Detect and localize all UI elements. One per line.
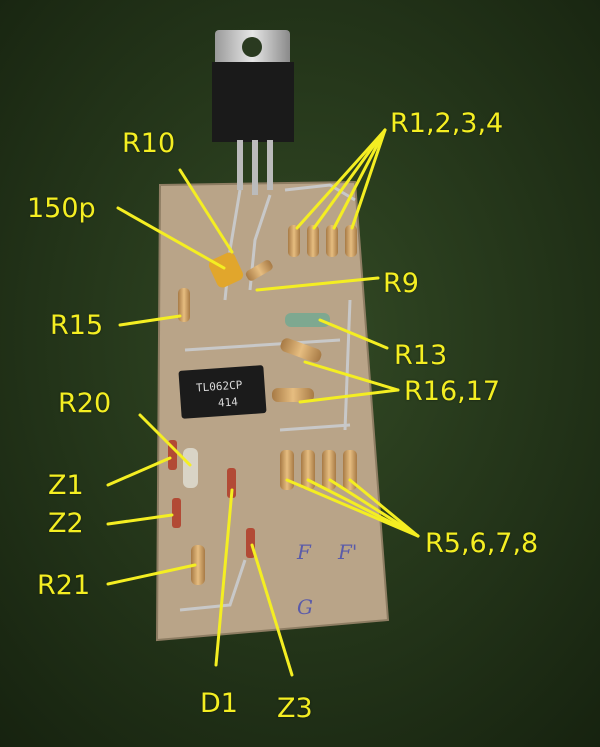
pointer-lines — [106, 128, 420, 677]
handwritten-f-prime: F' — [338, 540, 358, 564]
resistor-r16 — [280, 338, 322, 363]
resistor-r13 — [285, 313, 330, 327]
label-d1: D1 — [200, 688, 238, 719]
resistor-r20 — [183, 448, 198, 488]
label-z1: Z1 — [48, 470, 84, 501]
label-r15: R15 — [50, 310, 104, 341]
circuit-board — [155, 180, 390, 642]
label-z2: Z2 — [48, 508, 84, 539]
resistor-r21 — [191, 545, 205, 585]
label-150p: 150p — [27, 193, 96, 224]
chip-marking-2: 414 — [217, 395, 239, 410]
resistor-r17 — [272, 388, 314, 402]
label-r21: R21 — [37, 570, 91, 601]
label-z3: Z3 — [277, 693, 313, 724]
label-r1-2-3-4: R1,2,3,4 — [390, 108, 504, 139]
resistor-r9 — [245, 260, 273, 281]
resistors-r1-4 — [288, 225, 357, 257]
voltage-regulator — [212, 30, 294, 195]
label-r5-6-7-8: R5,6,7,8 — [425, 528, 539, 559]
handwritten-g: G — [297, 595, 313, 619]
label-r20: R20 — [58, 388, 112, 419]
resistor-r15 — [178, 288, 190, 322]
label-r16-17: R16,17 — [404, 376, 501, 407]
handwritten-f: F — [297, 540, 311, 564]
label-r9: R9 — [383, 268, 419, 299]
opamp-chip — [178, 365, 267, 419]
diode-d1 — [227, 468, 236, 498]
label-r13: R13 — [394, 340, 448, 371]
capacitor-150p — [208, 252, 244, 288]
label-r10: R10 — [122, 128, 176, 159]
zener-z2 — [172, 498, 181, 528]
zener-z1 — [168, 440, 177, 470]
